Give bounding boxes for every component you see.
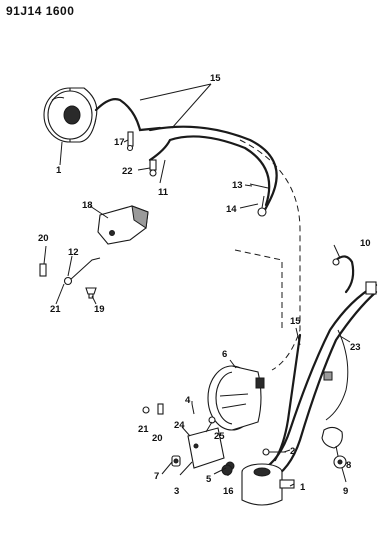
callout-15-top: 15: [210, 73, 221, 84]
callout-2: 2: [290, 446, 295, 457]
part-16-plug: [221, 464, 233, 476]
part-19-screw: [85, 287, 97, 299]
wire-15-mid: [273, 333, 302, 462]
part-18-bracket: [97, 205, 149, 245]
callout-12: 12: [68, 247, 79, 258]
callout-18: 18: [82, 200, 93, 211]
dashed-routing-line-2: [234, 249, 283, 330]
part-4-screw: [191, 403, 195, 415]
callout-13: 13: [232, 180, 243, 191]
callout-21-left: 21: [50, 304, 61, 315]
callout-9: 9: [343, 486, 348, 497]
callout-21-bottom: 21: [138, 424, 149, 435]
part-22-plug: [149, 159, 157, 177]
harness-23-wire-a: [260, 283, 378, 472]
callout-15-mid: 15: [290, 316, 301, 327]
part-21-washer-lower: [142, 406, 150, 414]
leader-lines: [43, 83, 351, 487]
part-10-clamp: [334, 255, 355, 294]
harness-23-connector: [365, 281, 377, 295]
part-12-wire: [69, 257, 101, 281]
part-20-clip: [39, 263, 47, 277]
callout-11: 11: [158, 187, 169, 198]
part-13-pin: [249, 183, 269, 189]
callout-6: 6: [222, 349, 227, 360]
part-21-washer: [63, 276, 73, 286]
callout-3: 3: [174, 486, 179, 497]
part-7-sleeve: [171, 455, 181, 467]
part-8-connector: [321, 426, 343, 449]
wire-11-loom-inner: [148, 135, 271, 207]
wire-15-top: [94, 98, 162, 132]
harness-23-clip: [323, 371, 333, 381]
callout-4: 4: [185, 395, 191, 406]
callout-16: 16: [223, 486, 234, 497]
part-14-ring-terminal: [257, 195, 267, 217]
part-1-bottom-coil: [241, 463, 295, 506]
harness-23-wire-c: [325, 329, 349, 421]
callout-19: 19: [94, 304, 105, 315]
callout-22: 22: [122, 166, 133, 177]
callout-1-top: 1: [56, 165, 62, 176]
part-25-washer: [208, 416, 216, 424]
harness-23-wire-b: [268, 290, 378, 482]
callout-25: 25: [214, 431, 225, 442]
part-3-plate: [187, 427, 225, 469]
part-20-clip-lower: [157, 403, 164, 415]
callout-23: 23: [350, 342, 361, 353]
callout-5: 5: [206, 474, 212, 485]
wire-11-loom: [148, 125, 278, 217]
callout-8: 8: [346, 460, 351, 471]
callout-20-bottom: 20: [152, 433, 163, 444]
part-9-boot: [333, 455, 347, 469]
callout-14: 14: [226, 204, 237, 215]
dashed-routing-line: [239, 139, 301, 371]
callout-7: 7: [154, 471, 159, 482]
callout-20-left: 20: [38, 233, 49, 244]
callout-24: 24: [174, 420, 185, 431]
part-17-terminal: [126, 131, 134, 152]
callout-1-bottom: 1: [300, 482, 306, 493]
diagram-code-header: 91J14 1600: [6, 4, 75, 18]
callout-10: 10: [360, 238, 371, 249]
callout-17: 17: [114, 137, 125, 148]
part-1-top-drum: [43, 87, 98, 143]
part-6-distributor: [207, 365, 265, 431]
